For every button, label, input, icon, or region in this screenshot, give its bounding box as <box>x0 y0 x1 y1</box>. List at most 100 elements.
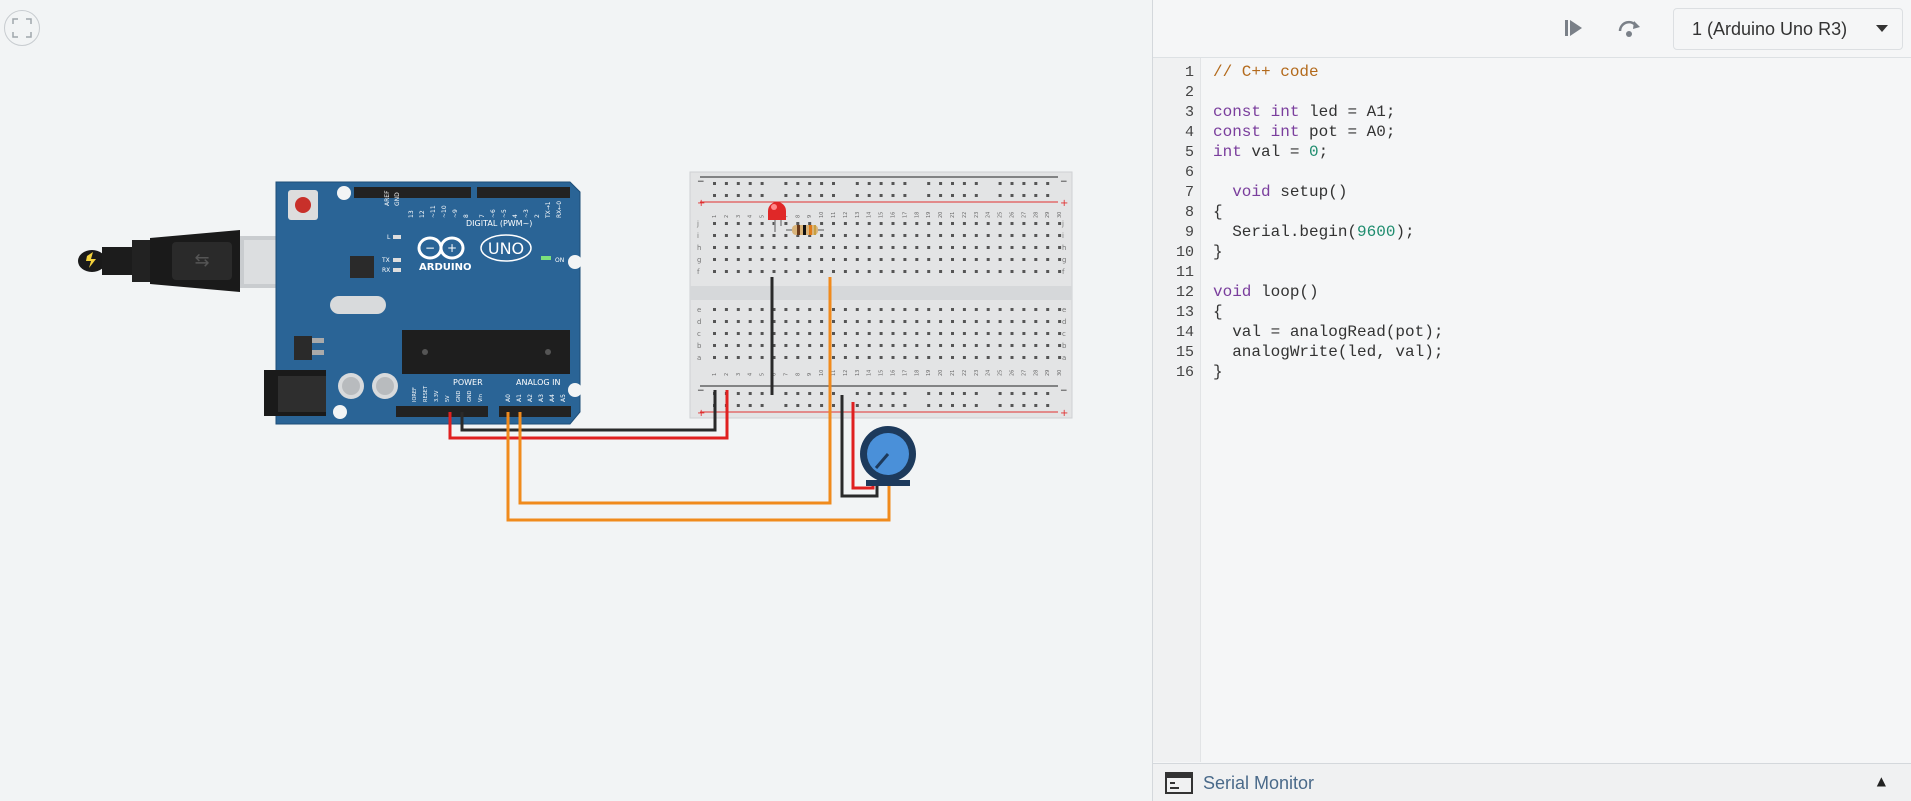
breadboard-hole[interactable] <box>713 308 716 311</box>
breadboard-hole[interactable] <box>1022 308 1026 311</box>
breadboard-hole[interactable] <box>927 392 931 395</box>
breadboard-hole[interactable] <box>855 320 859 323</box>
breadboard-hole[interactable] <box>986 222 990 225</box>
breadboard-hole[interactable] <box>855 404 859 407</box>
breadboard-hole[interactable] <box>855 194 859 197</box>
breadboard-hole[interactable] <box>1010 320 1014 323</box>
breadboard-hole[interactable] <box>855 222 859 225</box>
breadboard-hole[interactable] <box>808 404 812 407</box>
breadboard-hole[interactable] <box>808 320 812 323</box>
breadboard-hole[interactable] <box>974 194 978 197</box>
breadboard-hole[interactable] <box>843 308 847 311</box>
potentiometer[interactable] <box>860 426 916 486</box>
breadboard-hole[interactable] <box>820 332 824 335</box>
breadboard-hole[interactable] <box>724 258 728 261</box>
breadboard-hole[interactable] <box>713 222 716 225</box>
breadboard-hole[interactable] <box>915 246 919 249</box>
arduino-board[interactable]: − + ARDUINO UNO DIGITAL (PWM~) POWER ANA… <box>264 181 582 425</box>
breadboard-hole[interactable] <box>855 234 859 237</box>
breadboard-hole[interactable] <box>939 222 943 225</box>
breadboard-hole[interactable] <box>891 344 895 347</box>
breadboard-hole[interactable] <box>867 392 871 395</box>
breadboard-hole[interactable] <box>713 258 716 261</box>
breadboard-hole[interactable] <box>760 182 764 185</box>
breadboard-hole[interactable] <box>855 246 859 249</box>
breadboard-hole[interactable] <box>736 222 740 225</box>
breadboard-hole[interactable] <box>998 234 1002 237</box>
breadboard-hole[interactable] <box>843 258 847 261</box>
breadboard-hole[interactable] <box>962 182 966 185</box>
breadboard-hole[interactable] <box>867 356 871 359</box>
breadboard-hole[interactable] <box>820 234 824 237</box>
breadboard-hole[interactable] <box>891 404 895 407</box>
breadboard-hole[interactable] <box>724 234 728 237</box>
breadboard-hole[interactable] <box>951 246 954 249</box>
breadboard-hole[interactable] <box>915 320 919 323</box>
breadboard-hole[interactable] <box>1046 182 1050 185</box>
breadboard-hole[interactable] <box>1058 258 1062 261</box>
breadboard-hole[interactable] <box>772 308 776 311</box>
breadboard-hole[interactable] <box>796 344 800 347</box>
breadboard-hole[interactable] <box>867 222 871 225</box>
breadboard-hole[interactable] <box>939 392 943 395</box>
breadboard-hole[interactable] <box>1034 246 1038 249</box>
breadboard-hole[interactable] <box>724 222 728 225</box>
breadboard-hole[interactable] <box>736 332 740 335</box>
breadboard-hole[interactable] <box>1058 308 1062 311</box>
breadboard-hole[interactable] <box>879 392 883 395</box>
breadboard-hole[interactable] <box>1058 320 1062 323</box>
breadboard-hole[interactable] <box>986 258 990 261</box>
breadboard-hole[interactable] <box>998 356 1002 359</box>
breadboard-hole[interactable] <box>879 182 883 185</box>
breadboard-hole[interactable] <box>927 344 931 347</box>
breadboard-hole[interactable] <box>1022 270 1026 273</box>
breadboard-hole[interactable] <box>903 182 907 185</box>
breadboard-hole[interactable] <box>962 194 966 197</box>
breadboard-hole[interactable] <box>879 234 883 237</box>
breadboard-hole[interactable] <box>748 308 752 311</box>
breadboard-hole[interactable] <box>736 344 740 347</box>
breadboard-hole[interactable] <box>867 246 871 249</box>
breadboard-hole[interactable] <box>1034 182 1038 185</box>
breadboard-hole[interactable] <box>1034 356 1038 359</box>
breadboard-hole[interactable] <box>713 332 716 335</box>
breadboard-hole[interactable] <box>891 222 895 225</box>
breadboard-hole[interactable] <box>736 392 740 395</box>
breadboard-hole[interactable] <box>962 404 966 407</box>
breadboard-hole[interactable] <box>974 308 978 311</box>
breadboard-hole[interactable] <box>832 320 835 323</box>
breadboard-hole[interactable] <box>951 308 954 311</box>
breadboard-hole[interactable] <box>1034 194 1038 197</box>
breadboard-hole[interactable] <box>808 392 812 395</box>
breadboard-hole[interactable] <box>891 234 895 237</box>
breadboard-hole[interactable] <box>772 270 776 273</box>
board-select-dropdown[interactable]: 1 (Arduino Uno R3) <box>1673 8 1903 50</box>
breadboard-hole[interactable] <box>879 332 883 335</box>
breadboard-hole[interactable] <box>1058 246 1062 249</box>
breadboard-hole[interactable] <box>962 332 966 335</box>
breadboard-hole[interactable] <box>974 182 978 185</box>
breadboard-hole[interactable] <box>784 194 788 197</box>
code-line[interactable]: analogWrite(led, val); <box>1213 343 1444 361</box>
wires[interactable] <box>448 277 891 522</box>
breadboard-hole[interactable] <box>1022 404 1026 407</box>
breadboard-hole[interactable] <box>820 194 824 197</box>
breadboard-hole[interactable] <box>713 234 716 237</box>
breadboard-hole[interactable] <box>1010 234 1014 237</box>
breadboard-hole[interactable] <box>808 182 812 185</box>
breadboard-hole[interactable] <box>1010 332 1014 335</box>
step-over-button[interactable] <box>1615 14 1643 42</box>
breadboard-hole[interactable] <box>939 182 943 185</box>
breadboard-hole[interactable] <box>736 194 740 197</box>
breadboard-hole[interactable] <box>903 320 907 323</box>
breadboard-hole[interactable] <box>1046 222 1050 225</box>
breadboard-hole[interactable] <box>951 222 954 225</box>
step-button[interactable] <box>1559 14 1587 42</box>
fit-view-button[interactable] <box>4 10 40 46</box>
breadboard-hole[interactable] <box>855 344 859 347</box>
breadboard-hole[interactable] <box>784 308 788 311</box>
code-line[interactable]: val = analogRead(pot); <box>1213 323 1444 341</box>
breadboard-hole[interactable] <box>939 404 943 407</box>
breadboard-hole[interactable] <box>784 246 788 249</box>
breadboard-hole[interactable] <box>891 182 895 185</box>
